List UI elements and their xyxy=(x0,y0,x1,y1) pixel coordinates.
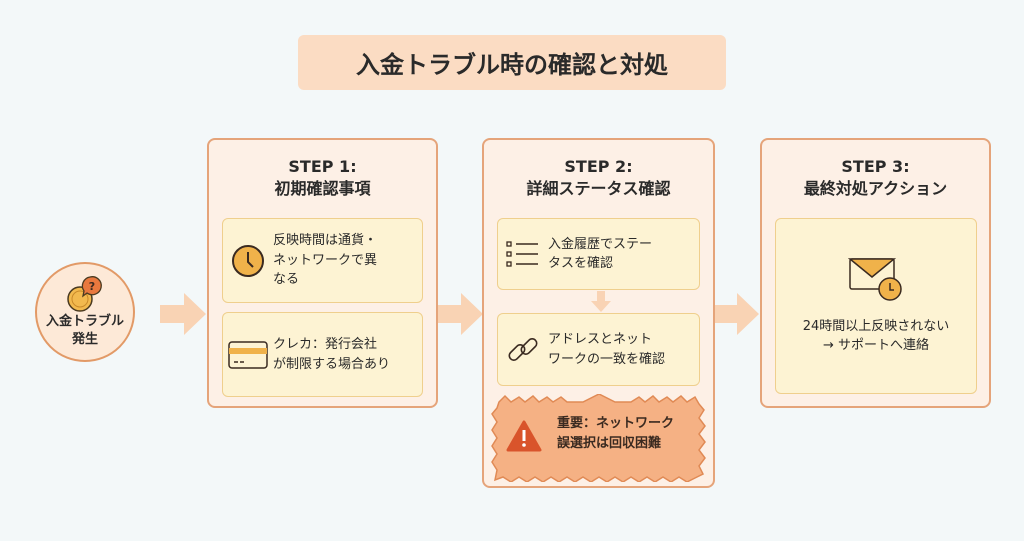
step-1-item-2: クレカ：発行会社が制限する場合あり xyxy=(222,312,423,397)
item-text: → サポートへ連絡 xyxy=(822,338,930,353)
page-title: 入金トラブル時の確認と対処 xyxy=(298,35,726,90)
arrow-right-icon xyxy=(713,293,759,335)
warning-callout xyxy=(491,394,706,482)
item-text: ワークの一致を確認 xyxy=(548,351,666,367)
step-1-label: STEP 1: xyxy=(288,157,357,176)
clock-icon xyxy=(232,244,264,277)
start-label-2: 発生 xyxy=(71,332,98,347)
item-text: なる xyxy=(273,272,300,288)
item-text: が制限する場合あり xyxy=(273,356,391,372)
list-icon xyxy=(506,241,538,267)
step-2-label: STEP 2: xyxy=(564,157,633,176)
credit-card-icon xyxy=(228,340,268,369)
step-3-panel: STEP 3: 最終対処アクション 24時間以上反映されない → サポートへ連絡 xyxy=(760,138,991,408)
item-text: アドレスとネット xyxy=(548,332,653,347)
step-2-title: 詳細ステータス確認 xyxy=(526,179,671,199)
start-label-1: 入金トラブル xyxy=(45,314,124,330)
mail-clock-icon xyxy=(848,257,902,301)
coin-question-icon: ? xyxy=(67,276,102,313)
link-icon xyxy=(508,337,538,361)
item-text: 24時間以上反映されない xyxy=(802,318,950,334)
step-3-title: 最終対処アクション xyxy=(803,179,948,199)
item-text: 反映時間は通貨・ xyxy=(273,233,378,249)
item-text: 入金履歴でステー xyxy=(548,236,653,252)
warning-icon xyxy=(506,420,542,452)
arrow-right-icon xyxy=(160,293,206,335)
item-text: ネットワークで異 xyxy=(273,252,378,268)
arrow-right-icon xyxy=(437,293,483,335)
warning-line: 重要：ネットワーク xyxy=(557,416,675,431)
step-1-panel: STEP 1: 初期確認事項 反映時間は通貨・ネットワークで異なる クレカ：発行会… xyxy=(207,138,438,408)
svg-text:?: ? xyxy=(89,280,95,293)
warning-line: 誤選択は回収困難 xyxy=(557,436,662,452)
step-2-item-2: アドレスとネットワークの一致を確認 xyxy=(497,313,700,386)
step-2-item-1: 入金履歴でステータスを確認 xyxy=(497,218,700,290)
start-node: ? 入金トラブル 発生 xyxy=(35,262,135,362)
arrow-down-icon xyxy=(591,291,611,312)
step-3-label: STEP 3: xyxy=(841,157,910,176)
item-text: クレカ：発行会社 xyxy=(273,337,378,352)
step-3-item-1: 24時間以上反映されない → サポートへ連絡 xyxy=(775,218,977,394)
warning-text: 重要：ネットワーク誤選択は回収困難 xyxy=(557,414,674,454)
step-1-title: 初期確認事項 xyxy=(274,179,371,199)
item-text: タスを確認 xyxy=(548,256,614,271)
step-1-item-1: 反映時間は通貨・ネットワークで異なる xyxy=(222,218,423,303)
